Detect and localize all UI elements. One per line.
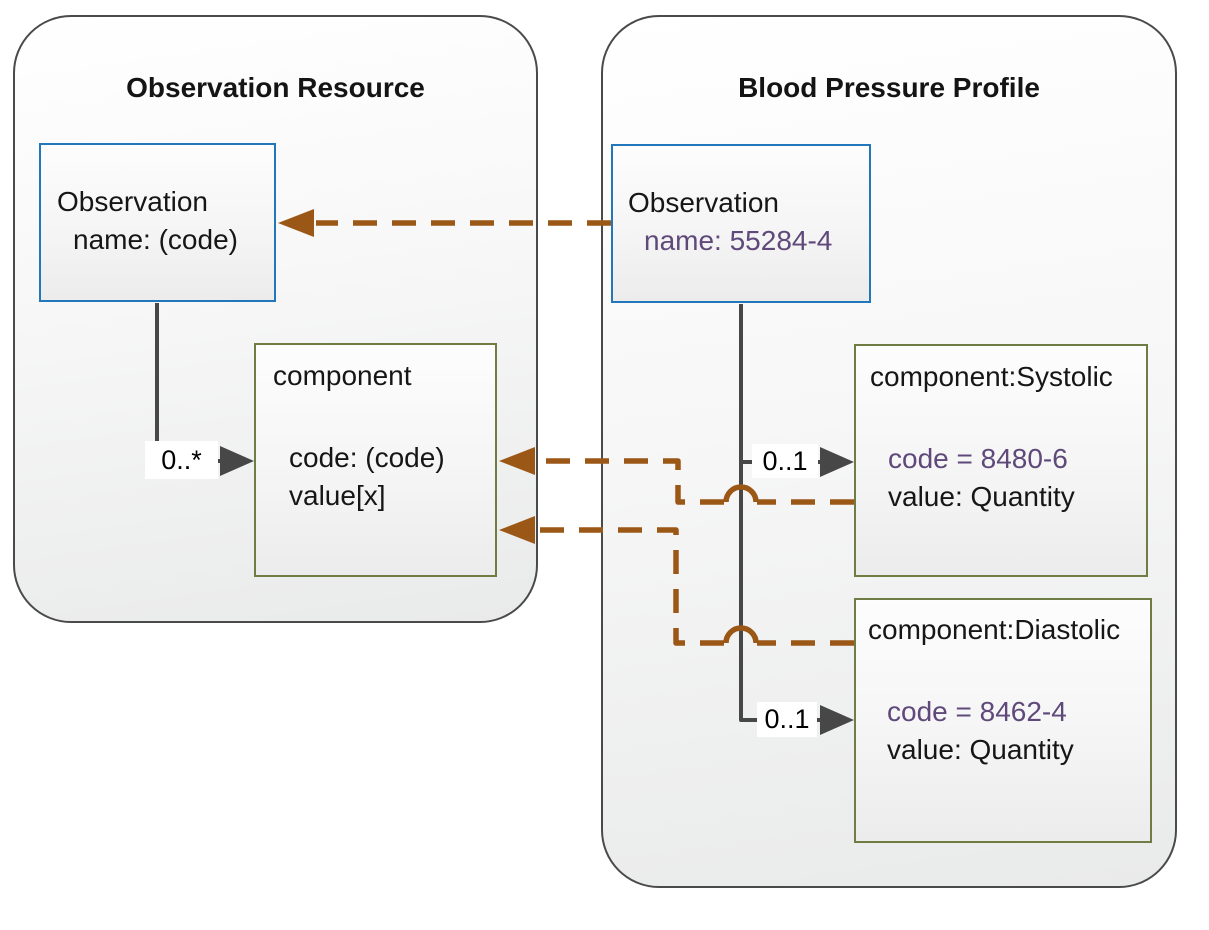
observation-resource-title: Observation Resource	[126, 72, 425, 103]
profile-systolic-box: component:Systolic code = 8480-6 value: …	[854, 344, 1148, 577]
resource-observation-attr: name: (code)	[73, 224, 238, 255]
resource-observation-box: Observation name: (code)	[39, 143, 276, 302]
profile-diastolic-box: component:Diastolic code = 8462-4 value:…	[854, 598, 1152, 843]
profile-diastolic-code-attr: code = 8462-4	[887, 696, 1067, 727]
resource-component-code-attr: code: (code)	[289, 442, 445, 473]
profile-observation-box: Observation name: 55284-4	[611, 144, 871, 303]
profile-diastolic-value-attr: value: Quantity	[887, 734, 1074, 765]
systolic-multiplicity-label: 0..1	[752, 444, 818, 478]
diastolic-multiplicity-label: 0..1	[757, 702, 817, 737]
component-multiplicity-label: 0..*	[145, 441, 218, 479]
profile-observation-name: Observation	[628, 187, 779, 218]
profile-observation-attr: name: 55284-4	[644, 225, 833, 256]
resource-observation-name: Observation	[57, 186, 208, 217]
profile-systolic-code-attr: code = 8480-6	[888, 443, 1068, 474]
resource-component-name: component	[273, 360, 412, 391]
profile-diastolic-name: component:Diastolic	[868, 614, 1121, 645]
blood-pressure-profile-title: Blood Pressure Profile	[738, 72, 1040, 103]
resource-component-box: component code: (code) value[x]	[254, 343, 497, 577]
resource-component-value-attr: value[x]	[289, 480, 386, 511]
profile-systolic-name: component:Systolic	[870, 361, 1113, 392]
profile-systolic-value-attr: value: Quantity	[888, 481, 1075, 512]
